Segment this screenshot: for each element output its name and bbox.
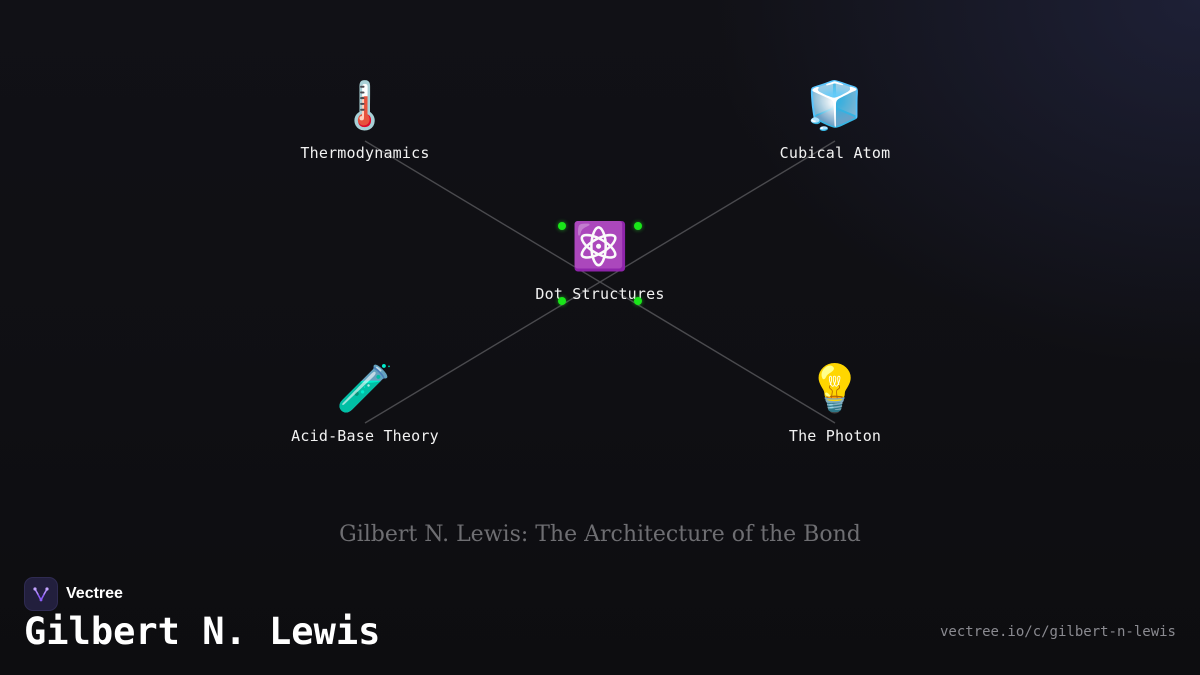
node-the-photon[interactable]: 💡 The Photon <box>725 361 945 445</box>
atom-icon: ⚛️ <box>571 221 629 272</box>
electron-dot <box>558 297 566 305</box>
light-bulb-icon: 💡 <box>806 363 864 414</box>
vectree-logo-icon <box>24 577 58 611</box>
diagram-caption: Gilbert N. Lewis: The Architecture of th… <box>339 522 861 547</box>
node-label: Acid-Base Theory <box>291 427 439 445</box>
node-label: Thermodynamics <box>300 144 430 162</box>
test-tube-icon: 🧪 <box>336 363 394 414</box>
node-label: Dot Structures <box>535 285 665 303</box>
node-label: Cubical Atom <box>779 144 891 162</box>
node-cubical-atom[interactable]: 🧊 Cubical Atom <box>725 78 945 162</box>
edge-cubical-atom-acid-base <box>364 140 836 424</box>
thermometer-icon: 🌡️ <box>336 80 394 131</box>
electron-dot <box>634 222 642 230</box>
brand[interactable]: Vectree <box>24 577 123 611</box>
node-acid-base-theory[interactable]: 🧪 Acid-Base Theory <box>255 361 475 445</box>
page-url[interactable]: vectree.io/c/gilbert-n-lewis <box>939 624 1176 640</box>
electron-dot <box>634 297 642 305</box>
electron-dot <box>558 222 566 230</box>
ice-cube-icon: 🧊 <box>806 80 864 131</box>
node-thermodynamics[interactable]: 🌡️ Thermodynamics <box>255 78 475 162</box>
node-label: The Photon <box>788 427 882 445</box>
page-title: Gilbert N. Lewis <box>24 610 381 653</box>
brand-name: Vectree <box>66 585 123 602</box>
node-dot-structures[interactable]: ⚛️ Dot Structures <box>490 219 710 303</box>
